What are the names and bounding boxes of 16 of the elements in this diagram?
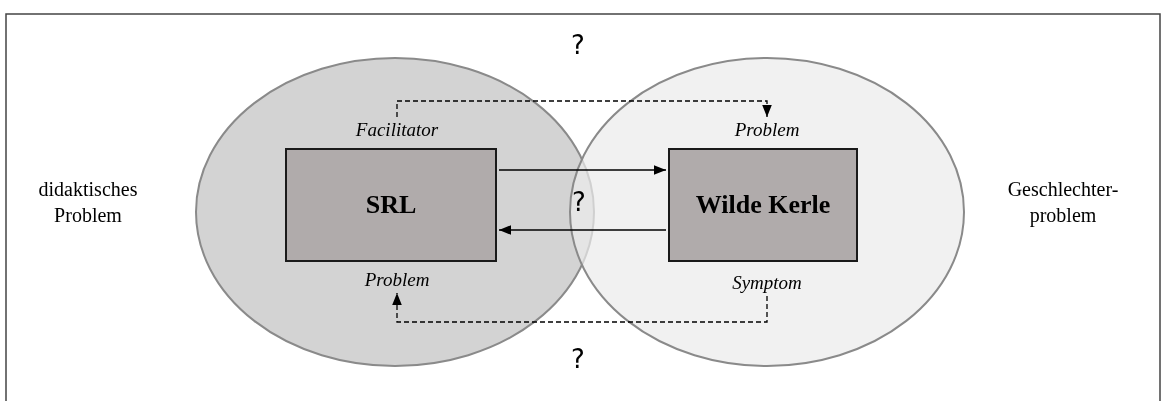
italic-label: Problem	[697, 117, 837, 143]
side-caption: didaktisches Problem	[37, 177, 139, 228]
side-caption: Geschlechter- problem	[1006, 177, 1120, 228]
arrow	[498, 225, 667, 235]
box-label: SRL	[365, 188, 417, 221]
dashed-arrow	[396, 100, 772, 118]
italic-label: Facilitator	[327, 117, 467, 143]
ellipse-region	[569, 57, 965, 367]
dashed-arrow	[392, 292, 768, 323]
arrow	[498, 165, 667, 175]
process-box	[668, 148, 858, 262]
italic-label: Problem	[327, 267, 467, 293]
box-label: Wilde Kerle	[695, 188, 831, 221]
process-box	[285, 148, 497, 262]
question-mark: ?	[571, 187, 587, 217]
italic-label: Symptom	[697, 270, 837, 296]
